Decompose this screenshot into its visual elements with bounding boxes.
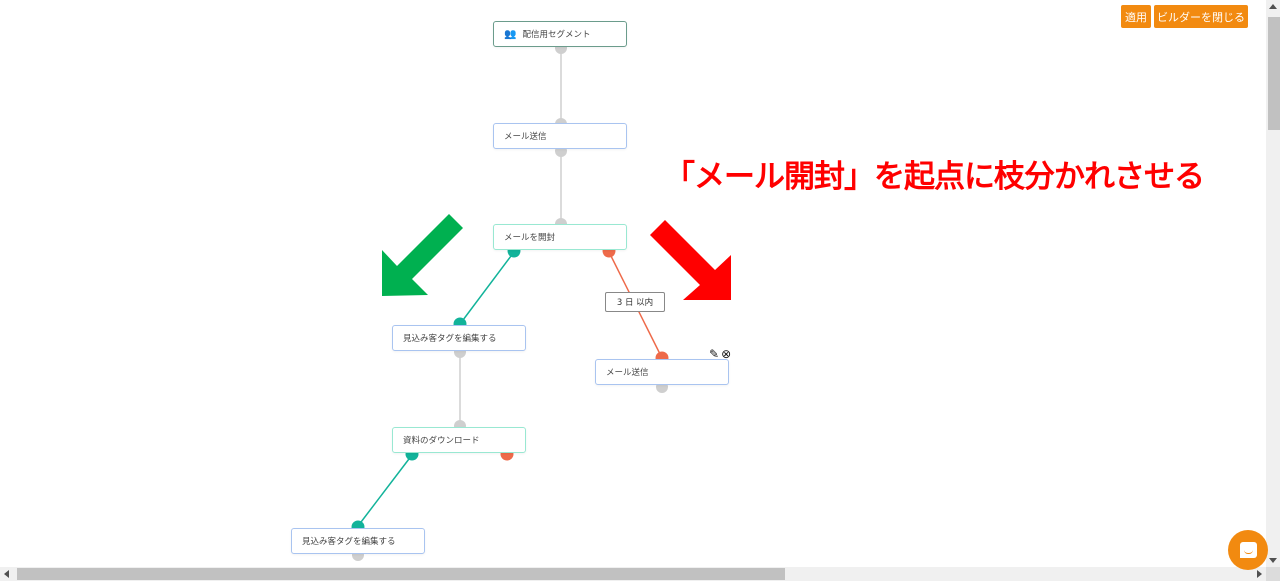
node-label: 資料のダウンロード [403, 436, 480, 446]
close-circle-icon[interactable]: ⊗ [721, 347, 732, 361]
red-arrow-icon [650, 220, 731, 300]
vertical-scroll-thumb[interactable] [1268, 17, 1280, 130]
users-icon: 👥 [504, 28, 517, 40]
node-label: メールを開封 [504, 233, 556, 243]
horizontal-scroll-thumb[interactable] [17, 568, 785, 580]
scroll-down-icon[interactable] [1269, 558, 1277, 563]
node-label: メール送信 [504, 132, 547, 142]
flow-links [351, 42, 731, 561]
flow-node-mail-send-2[interactable]: メール送信 [595, 359, 729, 385]
node-label: 配信用セグメント [522, 30, 591, 40]
chat-icon [1239, 542, 1257, 558]
link-open-tag1 [459, 251, 515, 325]
condition-label[interactable]: 3 日 以内 [605, 292, 665, 312]
flow-node-mail-send[interactable]: メール送信 [493, 123, 627, 149]
horizontal-scrollbar[interactable] [0, 567, 1266, 581]
flow-node-edit-tag-2[interactable]: 見込み客タグを編集する [291, 528, 425, 554]
flow-canvas[interactable]: 👥 配信用セグメント メール送信 メールを開封 見込み客タグを編集する メール送… [0, 0, 1266, 567]
node-label: 見込み客タグを編集する [302, 537, 396, 547]
scrollbar-corner [1266, 567, 1280, 581]
flow-node-mail-open[interactable]: メールを開封 [493, 224, 627, 250]
green-arrow-icon [382, 214, 463, 296]
scroll-right-icon[interactable] [1257, 570, 1262, 578]
node-label: メール送信 [606, 368, 649, 378]
node-tools: ✎ ⊗ [709, 348, 731, 360]
flow-node-edit-tag[interactable]: 見込み客タグを編集する [392, 325, 526, 351]
apply-button[interactable]: 適用 [1121, 5, 1151, 28]
flow-node-download[interactable]: 資料のダウンロード [392, 427, 526, 453]
node-label: 見込み客タグを編集する [403, 334, 497, 344]
link-download-tag2 [357, 454, 413, 527]
annotation-text: 「メール開封」を起点に枝分かれさせる [664, 159, 1205, 195]
close-builder-button[interactable]: ビルダーを閉じる [1154, 5, 1248, 28]
pencil-icon[interactable]: ✎ [709, 347, 720, 361]
vertical-scrollbar[interactable] [1266, 0, 1280, 567]
flow-node-segment[interactable]: 👥 配信用セグメント [493, 21, 627, 47]
scroll-left-icon[interactable] [4, 570, 9, 578]
scroll-up-icon[interactable] [1269, 4, 1277, 9]
chat-button[interactable] [1228, 530, 1268, 570]
